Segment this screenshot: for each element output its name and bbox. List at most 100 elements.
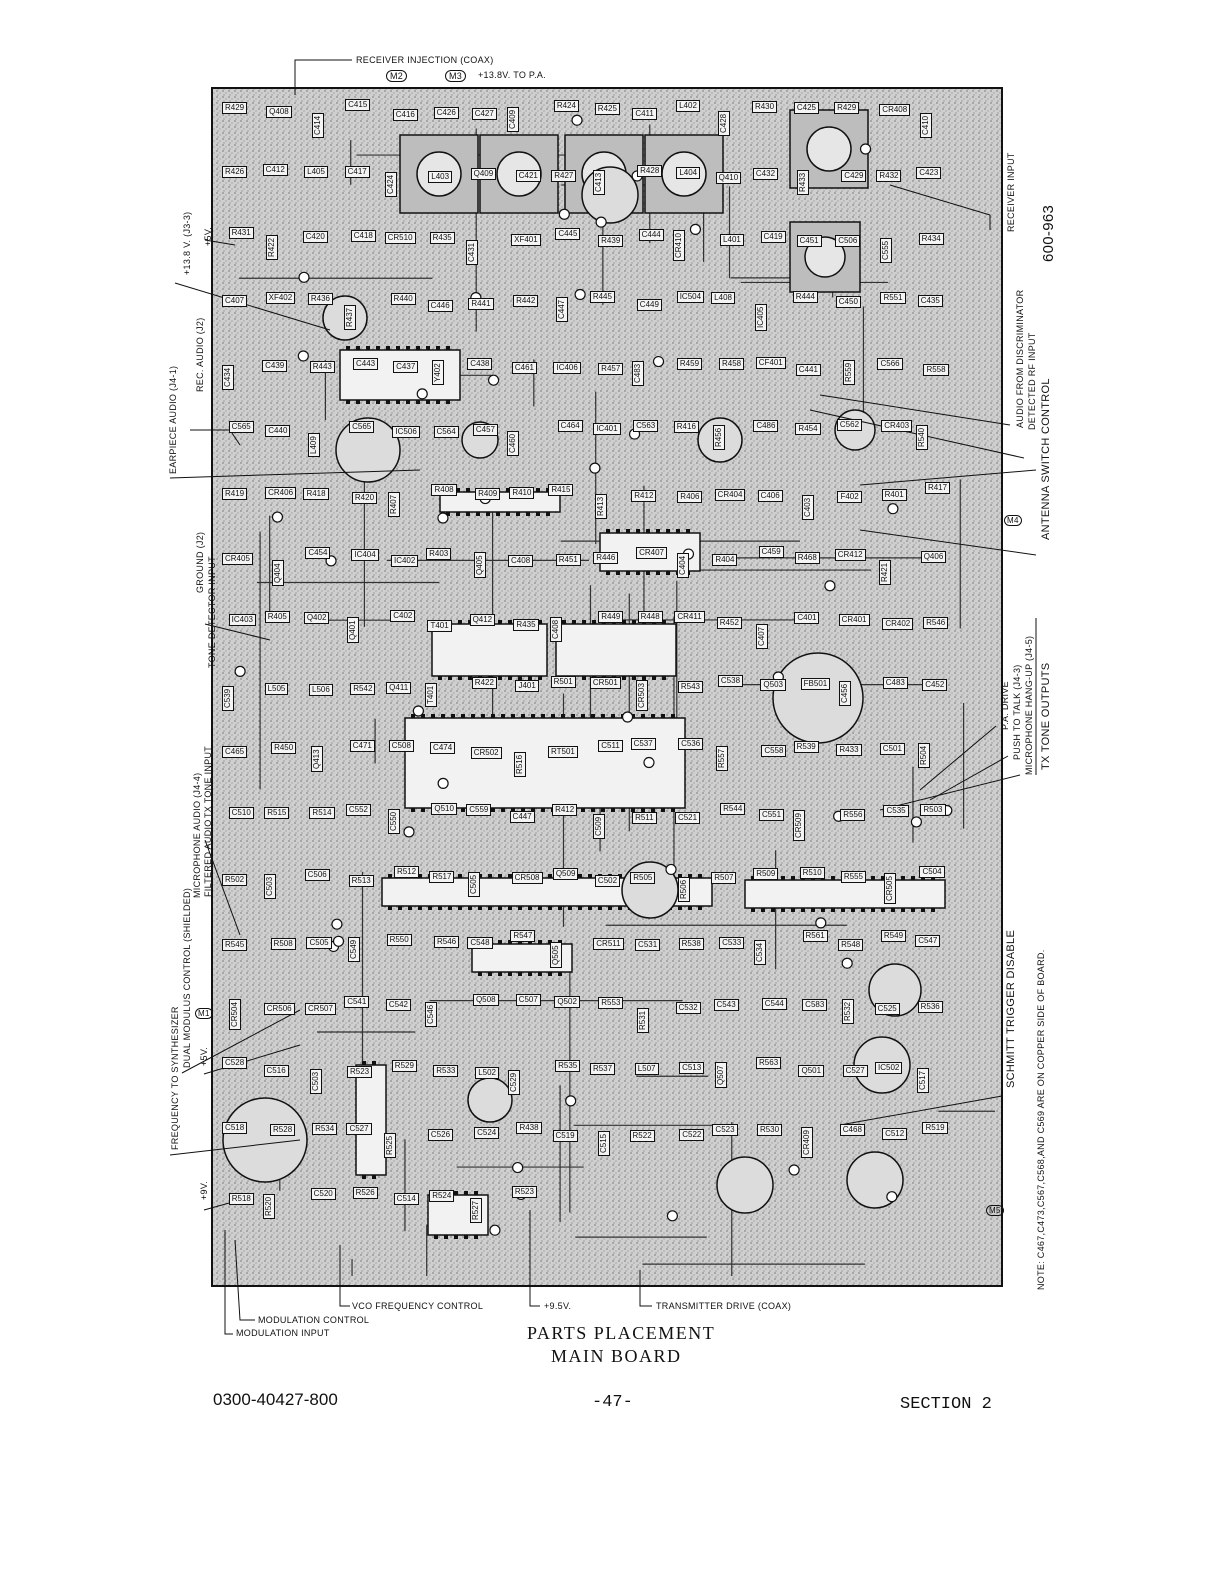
ic-pin bbox=[781, 876, 785, 880]
component-ref: CR508 bbox=[511, 872, 543, 885]
component-ref: R538 bbox=[678, 938, 704, 951]
component-ref: C474 bbox=[430, 741, 456, 754]
test-point bbox=[558, 208, 570, 220]
ic-pin bbox=[418, 874, 422, 878]
ic-pin bbox=[481, 714, 485, 718]
component-ref: R412 bbox=[552, 803, 578, 816]
ic-pin bbox=[571, 714, 575, 718]
ic-pin bbox=[456, 488, 460, 492]
ic-pin bbox=[406, 346, 410, 350]
component-ref: C435 bbox=[917, 295, 943, 308]
component-ref: IC406 bbox=[553, 362, 581, 375]
ic-pin bbox=[641, 808, 645, 812]
callout-tx-tone-outputs: TX TONE OUTPUTS bbox=[1040, 662, 1052, 770]
ic-pin bbox=[578, 906, 582, 910]
callout-copper-side-note: NOTE: C467,C473,C567,C568,AND C569 ARE O… bbox=[1036, 949, 1046, 1290]
test-point bbox=[652, 355, 665, 368]
component-ref: C447 bbox=[509, 811, 535, 824]
ic-pin bbox=[416, 346, 420, 350]
component-ref: R515 bbox=[264, 807, 290, 820]
ic-pin bbox=[421, 808, 425, 812]
ic-pin bbox=[538, 676, 542, 680]
component-ref: CR505 bbox=[883, 873, 896, 905]
test-point bbox=[489, 1224, 501, 1236]
callout-m1: M1 bbox=[195, 1008, 213, 1019]
component-ref: R456 bbox=[713, 424, 726, 451]
ic-pin bbox=[831, 876, 835, 880]
component-ref: R434 bbox=[918, 233, 944, 246]
test-point bbox=[665, 863, 677, 876]
component-ref: C527 bbox=[346, 1123, 372, 1136]
ic-pin bbox=[448, 676, 452, 680]
ic-pin bbox=[652, 676, 656, 680]
ic-package bbox=[355, 1064, 387, 1176]
component-ref: L401 bbox=[720, 233, 744, 246]
callout-filtered-audio: FILTERED AUDIO bbox=[203, 819, 213, 897]
callout-frequency-to-synthesizer: FREQUENCY TO SYNTHESIZER bbox=[170, 1006, 180, 1150]
component-ref: R433 bbox=[796, 170, 809, 196]
component-ref: R443 bbox=[309, 361, 335, 374]
component-ref: Q411 bbox=[386, 681, 412, 694]
component-ref: R407 bbox=[388, 492, 401, 518]
component-ref: C506 bbox=[304, 868, 330, 881]
ic-pin bbox=[362, 1061, 366, 1065]
ic-pin bbox=[626, 529, 630, 533]
transistor-can bbox=[581, 166, 639, 224]
component-ref: C538 bbox=[717, 675, 744, 688]
component-ref: Q412 bbox=[469, 614, 496, 627]
component-ref: Q507 bbox=[714, 1062, 727, 1089]
component-ref: R559 bbox=[842, 359, 855, 385]
component-ref: R432 bbox=[876, 170, 902, 183]
component-ref: R409 bbox=[475, 487, 501, 500]
ic-pin bbox=[464, 1235, 468, 1239]
component-ref: C544 bbox=[761, 997, 787, 1010]
component-ref: C523 bbox=[712, 1123, 738, 1136]
component-ref: Y402 bbox=[432, 360, 445, 385]
ic-pin bbox=[528, 940, 532, 944]
ic-pin bbox=[476, 512, 480, 516]
component-ref: C408 bbox=[549, 616, 562, 642]
component-ref: R508 bbox=[270, 937, 296, 950]
ic-pin bbox=[618, 906, 622, 910]
ic-pin bbox=[528, 906, 532, 910]
component-ref: R435 bbox=[513, 618, 539, 631]
component-ref: CF401 bbox=[755, 357, 786, 370]
ic-pin bbox=[458, 906, 462, 910]
component-ref: R441 bbox=[468, 297, 494, 310]
component-ref: C527 bbox=[842, 1065, 868, 1078]
component-ref: CR407 bbox=[636, 547, 667, 560]
ic-pin bbox=[871, 876, 875, 880]
component-ref: C583 bbox=[802, 999, 828, 1012]
component-ref: R446 bbox=[593, 551, 619, 564]
component-ref: C486 bbox=[753, 420, 779, 433]
component-ref: R501 bbox=[550, 675, 576, 688]
component-ref: R408 bbox=[431, 483, 457, 496]
component-ref: R427 bbox=[551, 170, 577, 183]
ic-pin bbox=[801, 908, 805, 912]
ic-pin bbox=[662, 676, 666, 680]
component-ref: C411 bbox=[632, 108, 657, 121]
ic-pin bbox=[791, 876, 795, 880]
ic-pin bbox=[386, 346, 390, 350]
ic-pin bbox=[438, 676, 442, 680]
ic-pin bbox=[678, 906, 682, 910]
component-ref: R433 bbox=[836, 744, 862, 757]
component-ref: C464 bbox=[557, 419, 583, 432]
component-ref: C417 bbox=[344, 166, 370, 179]
leader-line bbox=[181, 1009, 301, 1074]
ic-pin bbox=[508, 940, 512, 944]
component-ref: C440 bbox=[265, 425, 291, 438]
leader-line bbox=[859, 529, 1037, 556]
ic-pin bbox=[698, 874, 702, 878]
component-ref: C513 bbox=[679, 1061, 705, 1074]
ic-pin bbox=[436, 400, 440, 404]
test-point bbox=[412, 705, 424, 717]
component-ref: C516 bbox=[263, 1065, 289, 1078]
ic-pin bbox=[588, 874, 592, 878]
ic-pin bbox=[506, 512, 510, 516]
ic-pin bbox=[631, 808, 635, 812]
ic-pin bbox=[881, 876, 885, 880]
component-ref: R419 bbox=[222, 488, 248, 501]
ic-pin bbox=[561, 714, 565, 718]
ic-pin bbox=[406, 400, 410, 404]
